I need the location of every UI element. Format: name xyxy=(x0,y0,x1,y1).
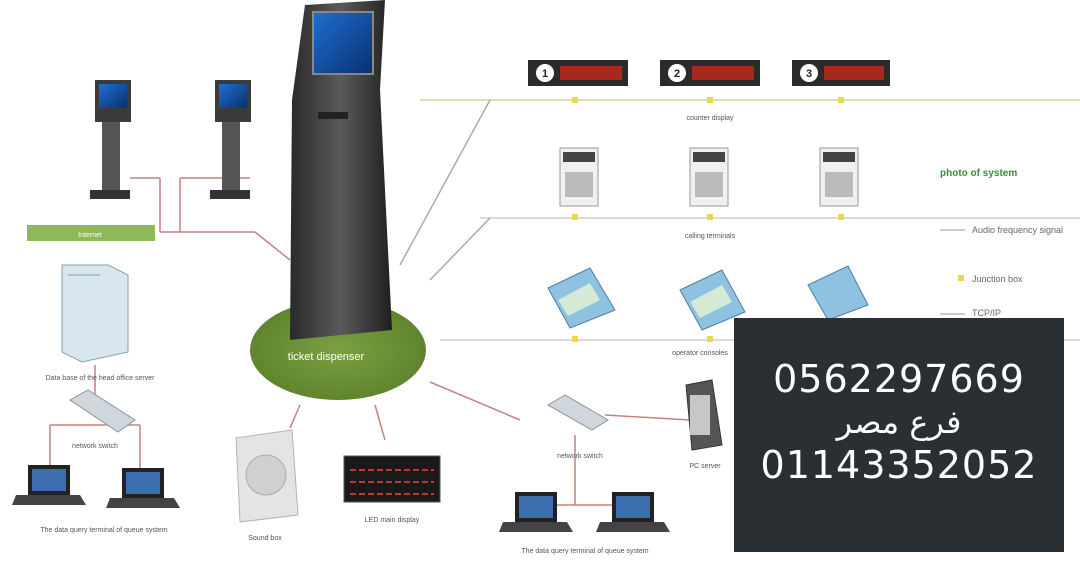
pc-server-label: PC server xyxy=(689,463,721,470)
led-main-display xyxy=(343,455,441,503)
operator-console-2 xyxy=(679,269,746,331)
laptop-left-2 xyxy=(106,468,180,508)
laptop-left-1 xyxy=(12,465,86,505)
counter-display-2: 2 xyxy=(660,60,760,86)
calling-terminal-1 xyxy=(559,147,599,207)
svg-text:1: 1 xyxy=(542,68,548,80)
internet-label: Internet xyxy=(78,232,102,239)
ticket-dispenser-kiosk xyxy=(290,0,392,340)
pc-server xyxy=(685,379,723,451)
operator-console-3 xyxy=(807,265,869,321)
legend-item-audio: Audio frequency signal xyxy=(972,225,1063,235)
head-office-server-label: Data base of the head office server xyxy=(46,375,155,382)
network-switch-right-device xyxy=(547,394,609,431)
small-kiosk-1 xyxy=(90,80,131,199)
terminal-left-label: The data query terminal of queue system xyxy=(40,527,167,534)
small-kiosk-2 xyxy=(210,80,251,199)
terminal-right-label: The data query terminal of queue system xyxy=(521,548,648,555)
contact-panel: 0562297669 فرع مصر 01143352052 xyxy=(734,318,1064,552)
phone-branch: 01143352052 xyxy=(760,443,1038,487)
phone-primary: 0562297669 xyxy=(773,357,1025,401)
counter-display-label: counter display xyxy=(686,115,734,122)
junction-boxes xyxy=(572,97,844,342)
internet-bar: Internet xyxy=(27,225,155,241)
operator-console-1 xyxy=(547,267,616,329)
laptop-right-1 xyxy=(499,492,573,532)
counter-display-3: 3 xyxy=(792,60,890,86)
network-switch-left-label: network switch xyxy=(72,443,118,450)
branch-label: فرع مصر xyxy=(836,403,962,441)
sound-box xyxy=(235,429,299,523)
laptop-right-2 xyxy=(596,492,670,532)
legend-title: photo of system xyxy=(940,168,1017,179)
legend: photo of system Audio frequency signal J… xyxy=(940,168,1063,318)
sound-box-label: Sound box xyxy=(248,535,282,542)
operator-consoles-label: operator consoles xyxy=(672,350,728,357)
ticket-dispenser-label: ticket dispenser xyxy=(288,351,365,363)
counter-display-1: 1 xyxy=(528,60,628,86)
calling-terminal-3 xyxy=(819,147,859,207)
svg-text:2: 2 xyxy=(674,68,680,80)
svg-text:3: 3 xyxy=(806,68,812,80)
legend-item-tcpip: TCP/IP xyxy=(972,308,1001,318)
led-display-label: LED main display xyxy=(365,517,420,524)
head-office-server xyxy=(61,264,129,363)
network-switch-right-label: network switch xyxy=(557,453,603,460)
calling-terminals-label: calling terminals xyxy=(685,233,736,240)
calling-terminal-2 xyxy=(689,147,729,207)
legend-item-junction: Junction box xyxy=(972,274,1023,284)
network-switch-left-device xyxy=(69,389,136,433)
